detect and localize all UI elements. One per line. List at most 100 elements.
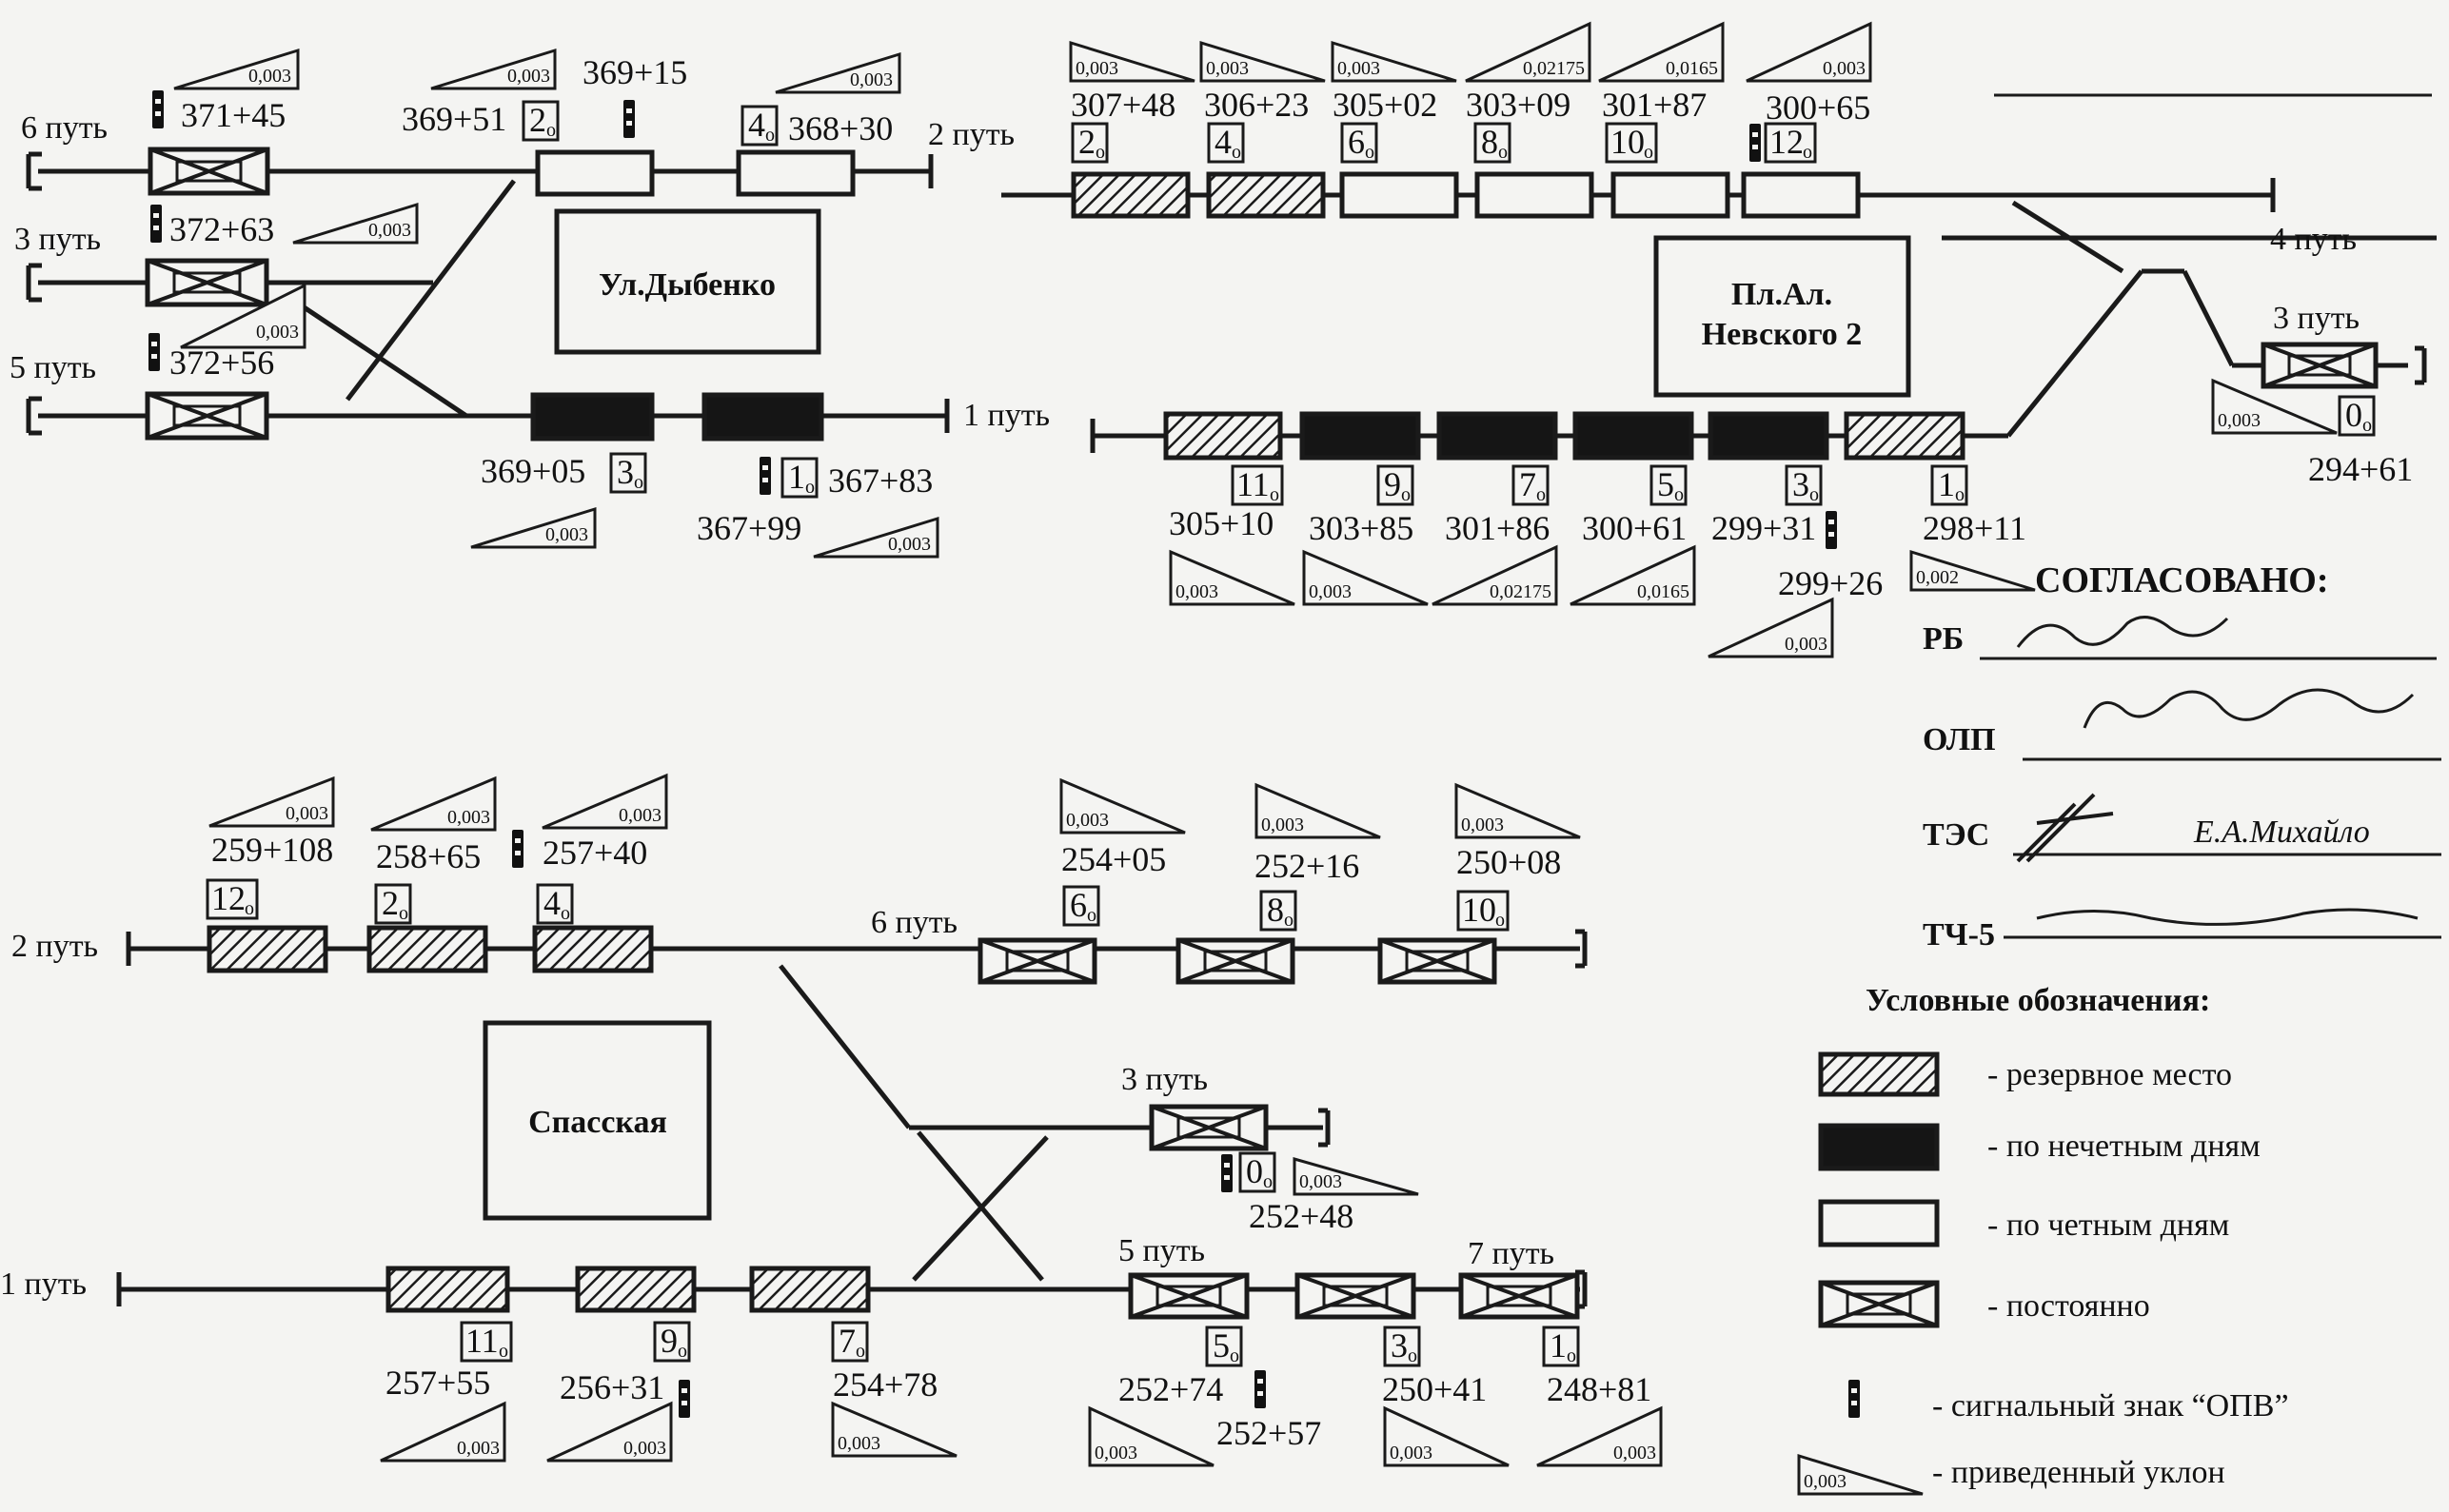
spot-reserve	[749, 1266, 871, 1313]
s3-track-7-label: 7 путь	[1468, 1236, 1554, 1271]
spot-odd-days	[701, 392, 824, 442]
svg-text:0,003: 0,003	[1095, 1443, 1137, 1463]
coord-label: 372+56	[169, 344, 274, 382]
svg-text:0,003: 0,003	[1461, 815, 1504, 835]
signature-tch5	[2036, 908, 2419, 926]
legend-even-swatch	[1818, 1199, 1940, 1247]
coord-label: 257+55	[385, 1364, 490, 1402]
s1-track-5-label: 5 путь	[10, 350, 96, 385]
svg-text:0,02175: 0,02175	[1490, 581, 1551, 602]
station-nevsky-name-line1: Пл.Ал.	[1731, 277, 1832, 312]
legend-signal-icon	[1848, 1380, 1860, 1418]
coord-label: 303+09	[1466, 86, 1570, 124]
grade-triangle: 0,003	[831, 1401, 958, 1458]
coord-label: 254+05	[1061, 840, 1166, 878]
spot-permanent	[1175, 937, 1295, 985]
grade-triangle: 0,003	[380, 1401, 506, 1463]
spot-permanent	[1128, 1272, 1250, 1320]
svg-text:о: о	[1803, 142, 1812, 163]
grade-triangle: 0,003	[1746, 21, 1872, 83]
svg-text:0,003: 0,003	[545, 524, 588, 545]
svg-text:о: о	[1674, 484, 1684, 505]
spot-even-days	[1741, 171, 1861, 219]
svg-text:0,003: 0,003	[1175, 581, 1218, 602]
coord-label: 369+15	[583, 53, 687, 91]
svg-text:0,003: 0,003	[1076, 58, 1118, 79]
svg-text:о: о	[1498, 142, 1508, 163]
svg-text:о: о	[678, 1341, 687, 1362]
grade-triangle: 0,003	[1169, 549, 1295, 606]
svg-text:о: о	[1536, 484, 1546, 505]
spot-permanent	[2261, 342, 2379, 389]
svg-text:о: о	[634, 472, 643, 493]
spot-reserve	[575, 1266, 697, 1313]
grade-triangle: 0,003	[813, 516, 939, 559]
svg-text:12: 12	[1769, 123, 1804, 161]
svg-text:о: о	[399, 903, 408, 924]
grade-triangle: 0,003	[1302, 549, 1429, 606]
svg-text:4: 4	[748, 106, 765, 144]
svg-text:3: 3	[1391, 1326, 1408, 1365]
svg-text:0,003: 0,003	[286, 803, 328, 824]
svg-text:о: о	[245, 898, 254, 919]
coord-label: 252+57	[1216, 1414, 1321, 1452]
legend-reserve-label: - резервное место	[1987, 1057, 2232, 1092]
coord-label: 299+31	[1711, 509, 1816, 547]
station-spasskaya-name: Спасская	[528, 1105, 667, 1140]
coord-label: 256+31	[560, 1368, 664, 1406]
coord-label: 369+51	[402, 100, 506, 138]
svg-text:0,0165: 0,0165	[1637, 581, 1689, 602]
opv-signal-icon	[512, 830, 523, 868]
spot-reserve	[1163, 411, 1283, 461]
svg-text:4: 4	[1215, 123, 1232, 161]
grade-triangle: 0,003	[1059, 777, 1186, 835]
grade-triangle: 0,003	[1383, 1405, 1510, 1467]
legend-odd-swatch	[1818, 1123, 1940, 1171]
grade-triangle: 0,003	[2211, 378, 2338, 435]
spot-permanent	[1294, 1272, 1416, 1320]
coord-label: 252+48	[1249, 1197, 1353, 1235]
s3-branch-3	[779, 964, 911, 1129]
opv-signal-icon	[148, 333, 160, 371]
station-dybenko-name: Ул.Дыбенко	[599, 267, 776, 303]
grade-triangle: 0,0165	[1598, 21, 1725, 83]
coord-label: 252+74	[1118, 1370, 1223, 1408]
spot-permanent	[145, 258, 269, 307]
grade-triangle: 0,003	[1536, 1405, 1663, 1467]
svg-text:о: о	[1230, 1345, 1239, 1366]
coord-label: 250+08	[1456, 843, 1561, 881]
spot-odd-days	[1299, 411, 1421, 461]
approval-role-olp: ОЛП	[1923, 722, 1996, 757]
grade-triangle: 0,02175	[1465, 21, 1591, 83]
grade-triangle: 0,003	[1199, 40, 1326, 83]
svg-text:0,003: 0,003	[1785, 634, 1827, 655]
svg-text:о: о	[1270, 484, 1279, 505]
coord-label: 300+65	[1766, 88, 1870, 127]
coord-label: 258+65	[376, 837, 481, 875]
spot-odd-days	[1708, 411, 1829, 461]
spot-reserve	[1071, 171, 1191, 219]
svg-text:0,003: 0,003	[623, 1438, 666, 1459]
svg-text:8: 8	[1481, 123, 1498, 161]
approval-block: СОГЛАСОВАНО: РБ ОЛП ТЭС Е.А.Михайло ТЧ-5	[1923, 93, 2441, 952]
approval-tes-name: Е.А.Михайло	[2193, 815, 2370, 850]
coord-label: 254+78	[833, 1365, 938, 1404]
spot-odd-days	[1572, 411, 1694, 461]
